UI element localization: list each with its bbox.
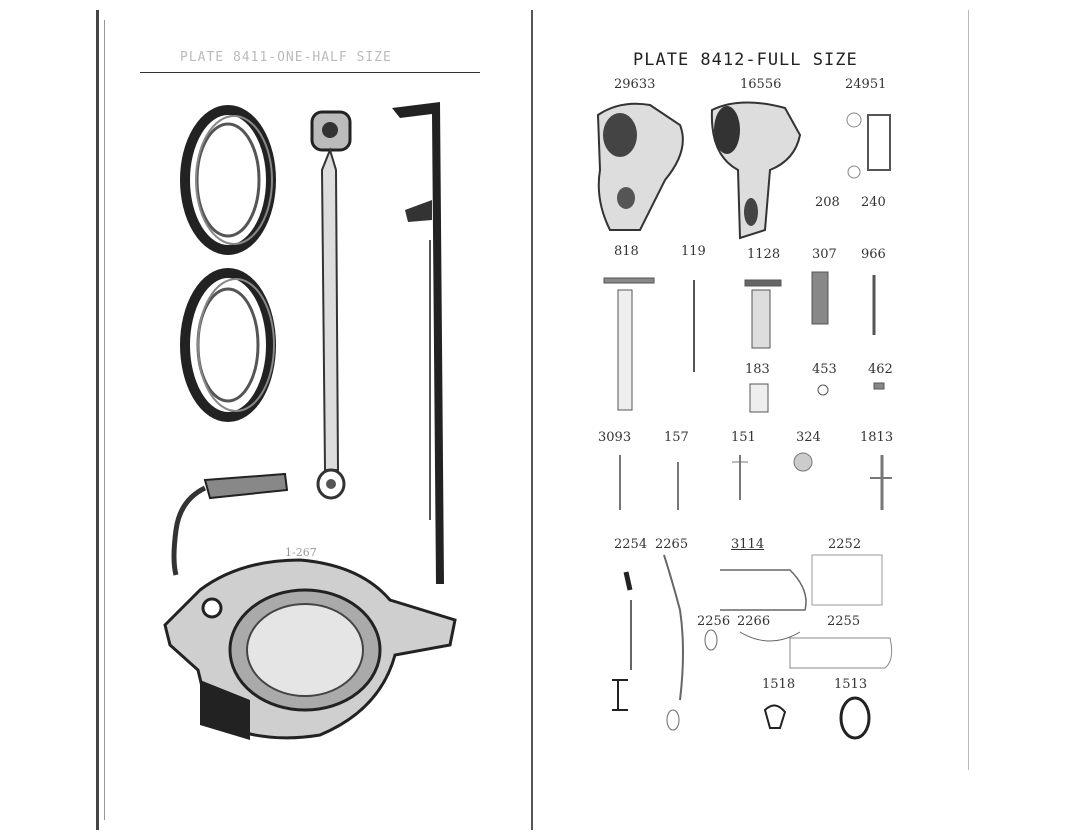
ring-upper-illustration: [180, 105, 276, 255]
label-1518: 1518: [762, 677, 796, 692]
ring-lower-illustration: [180, 268, 276, 422]
connecting-rod-illustration: [310, 110, 352, 500]
part-29633-illustration: [596, 102, 684, 231]
label-818: 818: [614, 244, 639, 259]
label-966: 966: [861, 247, 886, 262]
label-1513: 1513: [834, 677, 868, 692]
label-16556: 16556: [740, 77, 782, 92]
casting-illustration: [163, 558, 457, 740]
label-119: 119: [681, 244, 706, 259]
label-3114: 3114: [731, 537, 765, 552]
label-2265: 2265: [655, 537, 689, 552]
label-2266: 2266: [737, 614, 771, 629]
label-1128: 1128: [747, 247, 781, 262]
label-24951: 24951: [845, 77, 887, 92]
label-462: 462: [868, 362, 893, 377]
part-16556-illustration: [710, 101, 802, 240]
book-spine-shadow: [104, 20, 105, 820]
label-2252: 2252: [828, 537, 862, 552]
screws-row-illustration: [603, 271, 885, 413]
page-right-edge: [968, 10, 969, 770]
label-453: 453: [812, 362, 837, 377]
label-151: 151: [731, 430, 756, 445]
label-324: 324: [796, 430, 821, 445]
label-208: 208: [815, 195, 840, 210]
label-183: 183: [745, 362, 770, 377]
curved-lever-illustration: [171, 472, 289, 576]
right-plate-title: PLATE 8412-FULL SIZE: [633, 50, 858, 70]
label-2255: 2255: [827, 614, 861, 629]
shaft-illustration: [392, 102, 444, 584]
page-gutter: [531, 10, 533, 830]
pins-row-illustration: [619, 452, 892, 510]
left-plate-title: PLATE 8411-ONE-HALF SIZE: [180, 50, 392, 65]
left-title-rule: [140, 72, 480, 73]
label-2256: 2256: [697, 614, 731, 629]
part-24951-illustration: [846, 112, 891, 179]
label-2254: 2254: [614, 537, 648, 552]
label-240: 240: [861, 195, 886, 210]
casting-label: 1-267: [285, 546, 317, 559]
label-157: 157: [664, 430, 689, 445]
label-307: 307: [812, 247, 837, 262]
label-29633: 29633: [614, 77, 656, 92]
springs-and-clips-illustration: [612, 554, 893, 740]
label-1813: 1813: [860, 430, 894, 445]
label-3093: 3093: [598, 430, 632, 445]
book-spine-left: [96, 10, 99, 830]
